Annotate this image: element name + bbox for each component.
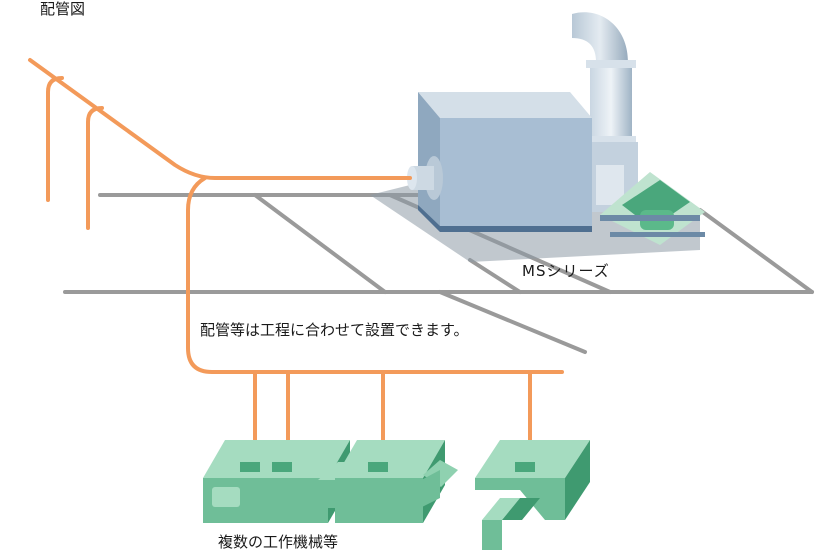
- stack-collar: [586, 136, 636, 142]
- machine-3: [475, 440, 590, 550]
- control-panel: [212, 487, 240, 507]
- ms-unit: [370, 12, 705, 262]
- exhaust-stack: [590, 62, 632, 142]
- branch-pipe: [86, 106, 104, 230]
- floor-line: [468, 258, 522, 294]
- machine-tools-label: 複数の工作機械等: [218, 533, 339, 551]
- unit-top: [418, 92, 592, 118]
- main-pipe: [28, 58, 412, 180]
- drop-pipe: [186, 176, 564, 374]
- stack-collar: [586, 60, 636, 68]
- branch-pipe: [46, 76, 64, 202]
- piping-note-label: 配管等は工程に合わせて設置できます。: [200, 321, 469, 339]
- unit-base-strip: [440, 226, 592, 232]
- machine-2: [318, 440, 458, 523]
- ms-series-label: MSシリーズ: [522, 262, 610, 280]
- unit-rail: [600, 215, 700, 221]
- unit-base-strip: [418, 205, 440, 232]
- machine-tools: [203, 440, 590, 550]
- floor-line: [438, 290, 587, 354]
- diagram-title: 配管図: [40, 0, 86, 18]
- fan-outlet: [596, 165, 624, 205]
- inlet-nozzle: [412, 166, 434, 190]
- exhaust-elbow: [572, 12, 628, 63]
- unit-rail: [610, 232, 705, 237]
- floor-line: [698, 208, 814, 294]
- unit-front-face: [440, 118, 592, 232]
- floor-line: [253, 193, 387, 294]
